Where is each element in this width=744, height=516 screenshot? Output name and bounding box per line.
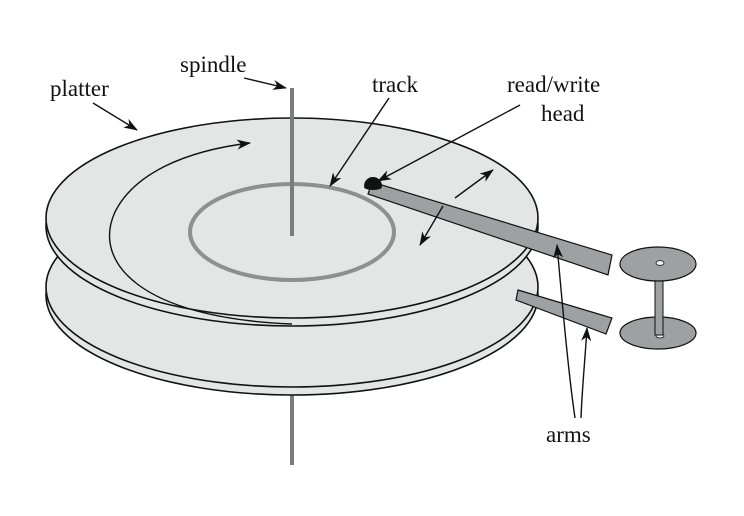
platter-label: platter	[50, 76, 109, 101]
track-leader	[329, 97, 390, 187]
head-label-line2: head	[541, 101, 585, 126]
head-leader	[377, 104, 521, 182]
arms-leader-2	[580, 327, 592, 419]
head-label-line1: read/write	[507, 72, 600, 97]
upper-arm	[367, 181, 697, 282]
head-motion-arrow-up	[454, 169, 494, 199]
spindle-leader	[243, 77, 287, 90]
read-write-head-base	[364, 184, 382, 190]
arms-label: arms	[546, 422, 591, 447]
head-motion-arrow-down	[419, 205, 444, 246]
platter-leader	[92, 102, 138, 131]
track-label: track	[372, 72, 418, 97]
spindle-label: spindle	[180, 52, 246, 77]
rotation-arrow	[108, 139, 293, 325]
arms-leader-1	[553, 244, 576, 419]
lower-arm	[515, 289, 697, 350]
